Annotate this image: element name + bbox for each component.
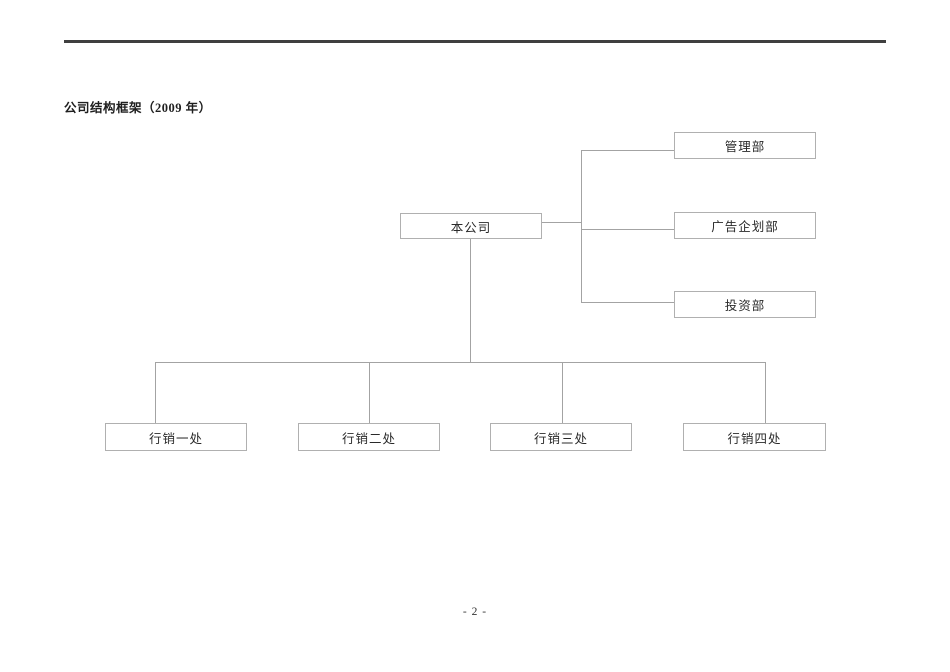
node-management-dept: 管理部	[674, 132, 816, 159]
node-marketing-office-2: 行销二处	[298, 423, 440, 451]
connector-branch-investment	[582, 302, 674, 303]
connector-root-drop	[470, 239, 471, 362]
connector-drop-marketing-2	[369, 363, 370, 423]
page-title: 公司结构框架（2009 年）	[64, 101, 212, 115]
node-ad-planning-dept: 广告企划部	[674, 212, 816, 239]
connector-root-to-right-trunk	[542, 222, 581, 223]
connector-drop-marketing-4	[765, 363, 766, 423]
node-head-office: 本公司	[400, 213, 542, 239]
connector-drop-marketing-3	[562, 363, 563, 423]
connector-branch-management	[582, 150, 674, 151]
page-number: - 2 -	[462, 606, 488, 618]
node-marketing-office-4: 行销四处	[683, 423, 826, 451]
header-divider	[64, 40, 886, 43]
connector-drop-marketing-1	[155, 363, 156, 423]
connector-right-trunk	[581, 150, 582, 303]
connector-bottom-trunk	[155, 362, 766, 363]
node-marketing-office-1: 行销一处	[105, 423, 247, 451]
connector-branch-ad-planning	[582, 229, 674, 230]
node-investment-dept: 投资部	[674, 291, 816, 318]
node-marketing-office-3: 行销三处	[490, 423, 632, 451]
